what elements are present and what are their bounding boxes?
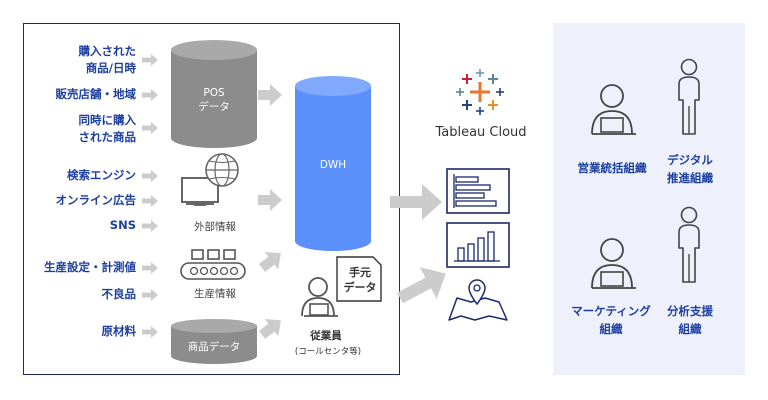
pos-database	[171, 40, 257, 148]
employee-note: (コールセンタ等)	[294, 347, 362, 357]
document-icon	[336, 256, 382, 302]
computer-globe-icon	[181, 153, 239, 206]
digital-user-icon	[678, 58, 700, 135]
source-label-defects: 不良品	[101, 287, 137, 301]
product-database	[171, 319, 257, 364]
tableau-cloud-label: Tableau Cloud	[435, 125, 527, 140]
user-label-sales: 営業統括組織	[577, 161, 647, 175]
source-label-search-engine: 検索エンジン	[67, 168, 136, 182]
manual-data-label: 手元 データ	[343, 266, 377, 294]
employee-label: 従業員	[310, 330, 342, 342]
source-label-raw-materials: 原材料	[101, 324, 137, 338]
bar-chart-icon	[446, 168, 510, 214]
external-info-label: 外部情報	[194, 221, 236, 233]
user-label-analysis: 分析支援 組織	[667, 304, 713, 336]
tableau-logo-icon	[456, 69, 504, 115]
source-label-online-ads: オンライン広告	[55, 193, 137, 207]
marketing-user-icon	[591, 238, 636, 289]
source-label-purchased-items: 購入された 商品/日時	[78, 44, 137, 75]
user-label-marketing: マーケティング 組織	[571, 304, 651, 336]
user-panel	[553, 23, 745, 375]
source-label-store-region: 販売店舗・地域	[55, 87, 137, 101]
dwh-database	[295, 76, 371, 251]
source-label-production-settings: 生産設定・計測値	[44, 260, 136, 274]
product-database-label: 商品データ	[187, 341, 241, 353]
source-label-sns: SNS	[109, 218, 136, 232]
map-pin-icon	[448, 279, 508, 321]
output-arrows	[390, 184, 446, 304]
analysis-user-icon	[678, 206, 700, 283]
conveyor-icon	[180, 249, 246, 280]
column-chart-icon	[446, 222, 510, 268]
sales-user-icon	[591, 84, 636, 135]
employee-icon	[301, 277, 338, 317]
production-info-label: 生産情報	[194, 288, 236, 300]
pos-database-label: POS データ	[198, 87, 230, 113]
dwh-label: DWH	[319, 159, 347, 171]
source-label-co-purchased: 同時に購入 された商品	[78, 113, 137, 144]
user-label-digital: デジタル 推進組織	[667, 153, 713, 185]
